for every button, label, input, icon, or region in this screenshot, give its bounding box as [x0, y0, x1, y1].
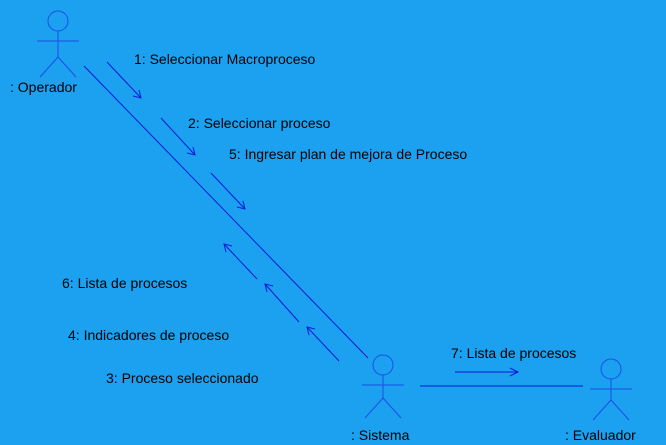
message-7-label: 7: Lista de procesos	[451, 345, 576, 361]
message-2-label: 2: Seleccionar proceso	[188, 115, 331, 131]
actor-sistema-label: : Sistema	[351, 427, 410, 443]
actor-evaluador-left-leg	[592, 399, 612, 421]
message-3-arrow-icon	[306, 326, 340, 362]
actor-evaluador-right-leg	[610, 399, 630, 421]
actor-evaluador-label: : Evaluador	[565, 427, 636, 443]
actor-sistema[interactable]	[362, 354, 404, 419]
actor-sistema-head	[372, 354, 394, 376]
message-7-arrow-icon	[455, 367, 520, 377]
actor-evaluador-head	[600, 358, 622, 380]
actor-operador-head	[47, 10, 69, 32]
message-1-label: 1: Seleccionar Macroproceso	[134, 51, 316, 67]
actor-operador-right-leg	[57, 56, 77, 78]
message-5-arrow-icon	[210, 172, 246, 210]
message-1-arrow-icon	[106, 61, 142, 99]
message-6-arrow-icon	[223, 243, 258, 280]
message-2-arrow-icon	[160, 117, 196, 156]
message-4-label: 4: Indicadores de proceso	[68, 327, 229, 343]
link-operador-sistema[interactable]	[83, 65, 369, 359]
message-3-label: 3: Proceso seleccionado	[106, 370, 259, 386]
actor-operador-label: : Operador	[10, 79, 77, 95]
actor-sistema-left-leg	[364, 397, 384, 419]
message-4-arrow-icon	[264, 283, 300, 323]
actor-operador[interactable]	[37, 10, 79, 78]
message-5-label: 5: Ingresar plan de mejora de Proceso	[229, 146, 467, 162]
actor-sistema-right-leg	[382, 397, 402, 419]
actor-evaluador[interactable]	[590, 358, 632, 421]
message-6-label: 6: Lista de procesos	[62, 275, 187, 291]
actor-operador-left-leg	[39, 56, 59, 78]
arrows	[106, 61, 520, 377]
